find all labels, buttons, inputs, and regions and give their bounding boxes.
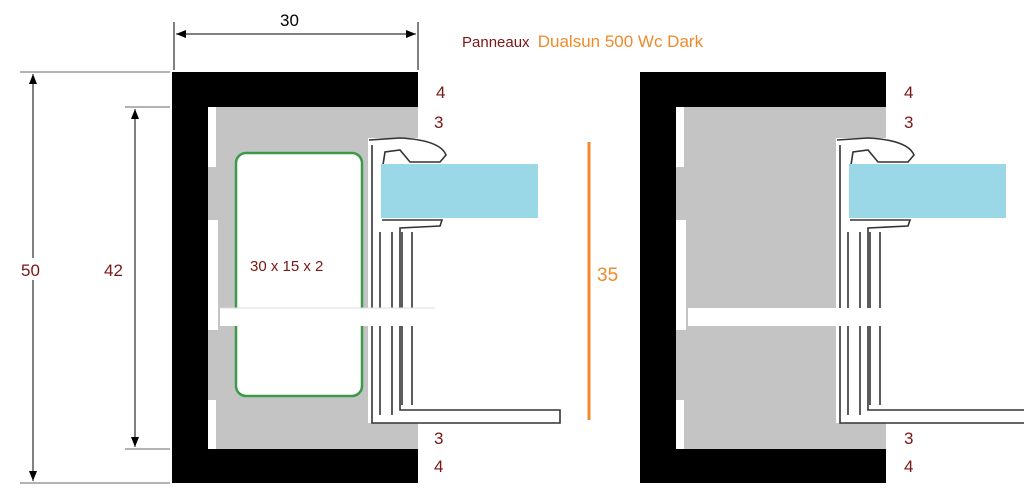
left-bottom-outer: 4 bbox=[434, 457, 443, 476]
left-assembly: 30 x 15 x 2 35 4 3 3 4 bbox=[171, 71, 618, 484]
inner-height-dimension: 42 bbox=[104, 106, 170, 450]
right-bottom-inner: 3 bbox=[904, 429, 913, 448]
right-bottom-outer: 4 bbox=[904, 457, 913, 476]
title-product: Dualsun 500 Wc Dark bbox=[538, 32, 704, 51]
inner-height-label: 42 bbox=[104, 261, 123, 280]
left-bottom-inner: 3 bbox=[434, 429, 443, 448]
width-label: 30 bbox=[280, 11, 299, 30]
right-top-inner: 3 bbox=[904, 113, 913, 132]
title-prefix: Panneaux bbox=[462, 34, 530, 51]
steel-tube bbox=[234, 151, 364, 398]
right-assembly: 4 3 3 4 bbox=[639, 71, 1024, 484]
title: Panneaux Dualsun 500 Wc Dark bbox=[462, 32, 704, 51]
right-top-outer: 4 bbox=[904, 83, 913, 102]
tube-label: 30 x 15 x 2 bbox=[250, 258, 323, 275]
left-top-outer: 4 bbox=[436, 83, 445, 102]
width-dimension: 30 bbox=[173, 11, 419, 70]
total-height-label: 50 bbox=[21, 261, 40, 280]
total-height-dimension: 50 bbox=[18, 71, 170, 484]
panel-height-label: 35 bbox=[597, 265, 618, 286]
left-top-inner: 3 bbox=[434, 113, 443, 132]
